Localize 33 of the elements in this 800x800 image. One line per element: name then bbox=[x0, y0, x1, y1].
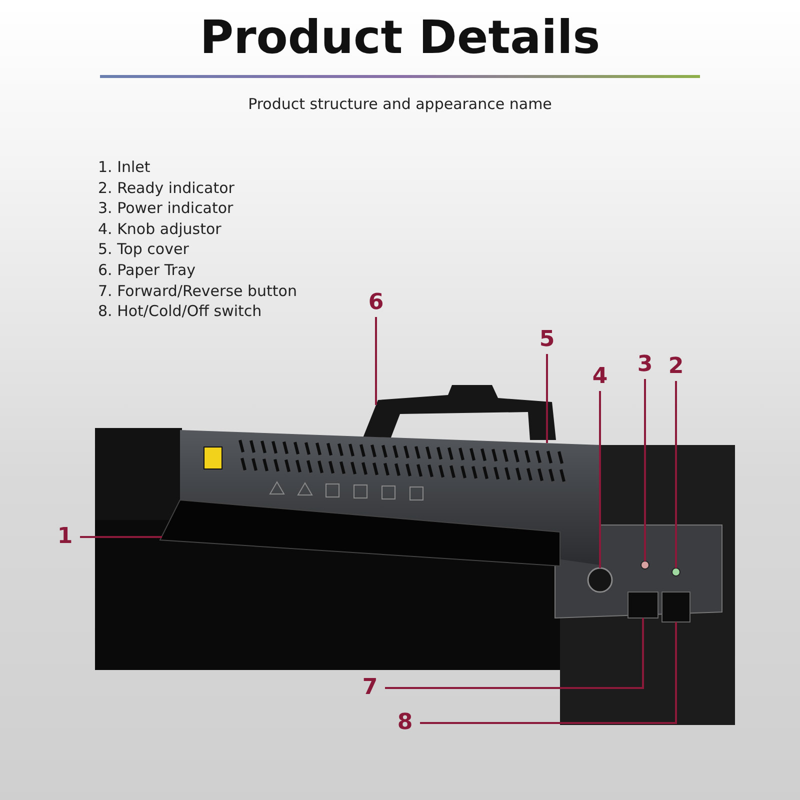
part-list-item: 7. Forward/Reverse button bbox=[98, 282, 297, 300]
callout-number: 6 bbox=[365, 289, 387, 317]
ready-indicator-light bbox=[672, 568, 680, 576]
inlet-slot bbox=[159, 499, 560, 567]
part-list-item: 3. Power indicator bbox=[98, 199, 234, 218]
adjustment-knob bbox=[587, 567, 613, 593]
part-list-item: 4. Knob adjustor bbox=[98, 220, 222, 238]
part-list-item: 1. Inlet bbox=[98, 158, 150, 176]
leader-line bbox=[599, 391, 601, 568]
power-switch bbox=[662, 592, 690, 622]
part-list-item: 5. Top cover bbox=[98, 240, 189, 258]
leader-line bbox=[80, 536, 162, 538]
callout-number: 2 bbox=[665, 353, 687, 381]
forward-reverse-button bbox=[628, 592, 658, 618]
leader-line bbox=[675, 381, 677, 568]
power-indicator-light bbox=[640, 560, 650, 570]
callout-number: 8 bbox=[394, 709, 416, 737]
subtitle: Product structure and appearance name bbox=[248, 95, 552, 113]
leader-line bbox=[385, 618, 644, 689]
paper-tray bbox=[362, 385, 556, 440]
callout-number: 1 bbox=[54, 523, 76, 551]
leader-line bbox=[375, 317, 377, 405]
part-list-item: 6. Paper Tray bbox=[98, 261, 196, 279]
callout-number: 4 bbox=[589, 363, 611, 391]
leader-line bbox=[420, 622, 677, 724]
callout-number: 5 bbox=[536, 326, 558, 354]
callout-number: 3 bbox=[634, 351, 656, 379]
page-title: Product Details bbox=[200, 10, 600, 64]
callout-number: 7 bbox=[359, 674, 381, 702]
part-list-item: 2. Ready indicator bbox=[98, 178, 234, 197]
part-list-item: 8. Hot/Cold/Off switch bbox=[98, 302, 262, 320]
leader-line bbox=[644, 379, 646, 561]
leader-line bbox=[546, 354, 548, 443]
